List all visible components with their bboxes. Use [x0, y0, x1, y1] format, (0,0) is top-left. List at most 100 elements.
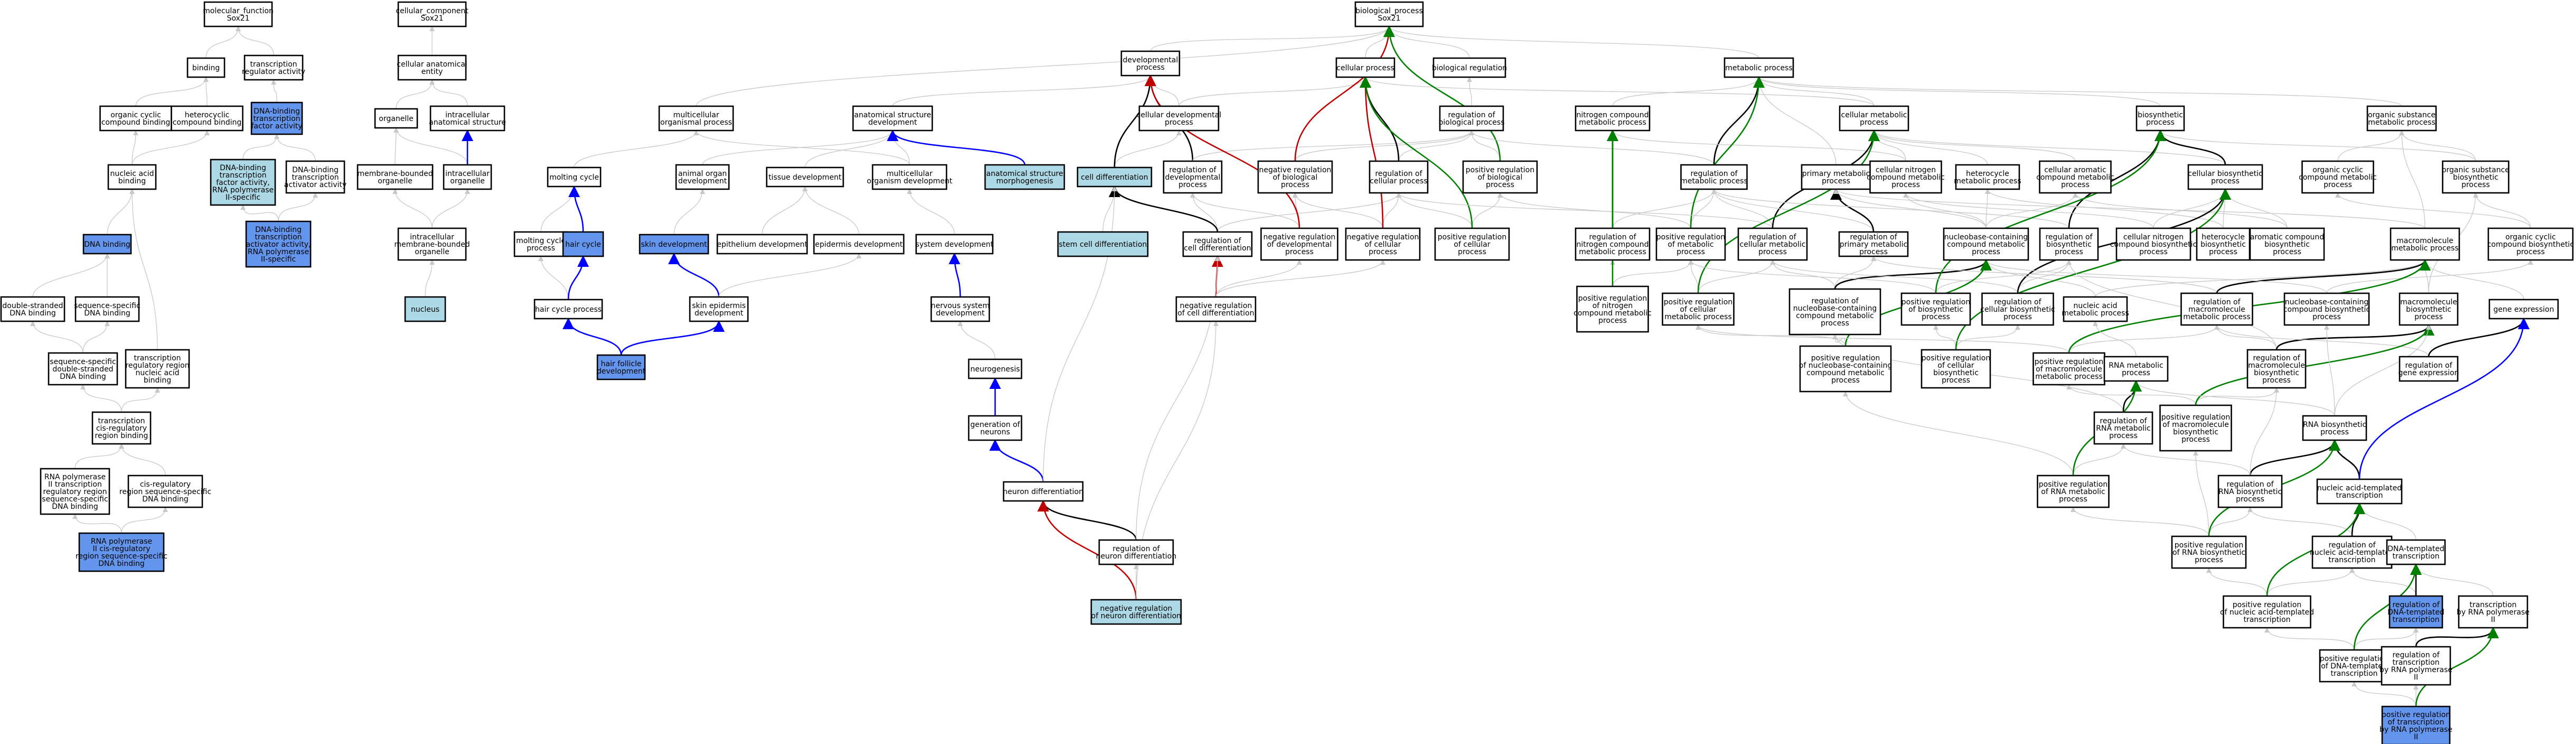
go-term-node-sysd[interactable]: system development [915, 234, 994, 255]
go-term-node-binding[interactable]: binding [186, 57, 226, 78]
go-term-node-epid[interactable]: epithelium development [716, 234, 808, 255]
go-term-node-dnab[interactable]: DNA binding [82, 234, 132, 255]
go-term-node-rnbcmp[interactable]: regulation ofnucleobase-containingcompou… [1788, 288, 1881, 336]
go-term-node-hcp[interactable]: hair cycle process [533, 299, 603, 320]
go-term-node-celldiff[interactable]: cell differentiation [1076, 166, 1153, 188]
go-term-node-nd[interactable]: neuron differentiation [1003, 481, 1084, 502]
go-term-node-gexp[interactable]: gene expression [2488, 299, 2559, 320]
go-term-node-bioreg[interactable]: biological regulation [1432, 57, 1507, 78]
go-term-node-td[interactable]: tissue development [766, 166, 844, 188]
go-term-node-epidd[interactable]: epidermis development [813, 234, 905, 255]
go-term-node-cellp[interactable]: cellular process [1335, 57, 1395, 78]
go-term-node-rmbp[interactable]: regulation ofmacromoleculebiosyntheticpr… [2246, 349, 2307, 389]
go-term-node-skind[interactable]: skin development [639, 234, 709, 255]
go-term-node-hairc[interactable]: hair cycle [562, 231, 604, 257]
go-term-node-neurog[interactable]: neurogenesis [968, 358, 1023, 379]
go-term-node-scd[interactable]: stem cell differentiation [1057, 231, 1149, 257]
go-term-node-organelle[interactable]: organelle [374, 108, 418, 129]
